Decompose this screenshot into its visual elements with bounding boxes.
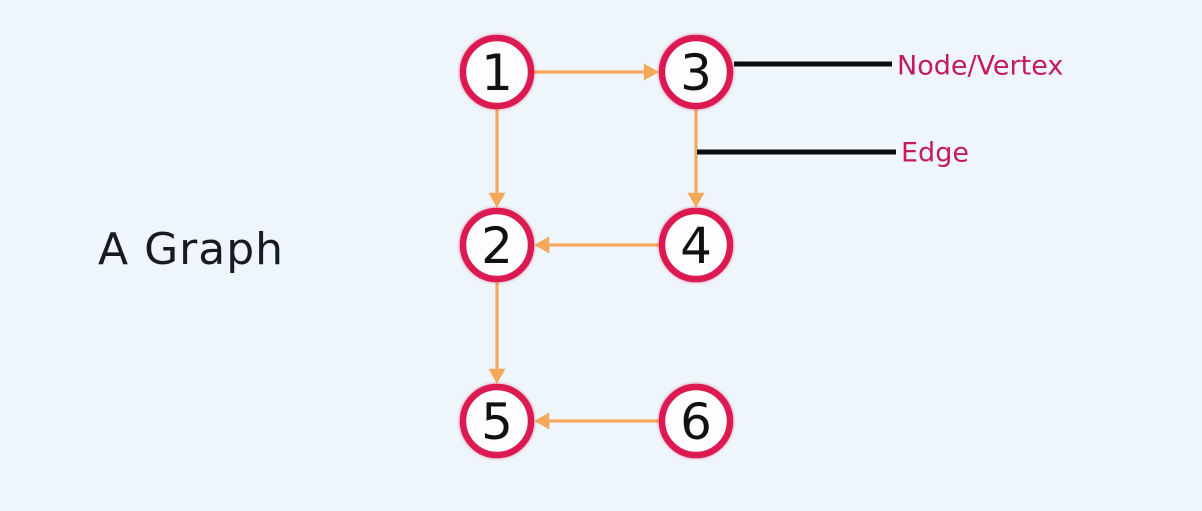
- graph-node-label-5: 5: [481, 393, 513, 451]
- graph-node-3: [658, 34, 734, 110]
- annotation-label-node-vertex: Node/Vertex: [897, 51, 1063, 82]
- graph-node-label-3: 3: [680, 44, 712, 102]
- graph-node-label-1: 1: [481, 44, 513, 102]
- edge-arrowhead-2-5: [488, 368, 506, 384]
- graph-node-5: [459, 383, 535, 459]
- graph-node-2: [459, 207, 535, 283]
- edge-arrowhead-3-4: [687, 192, 705, 208]
- edge-arrowhead-1-2: [488, 192, 506, 208]
- graph-node-6: [658, 383, 734, 459]
- diagram-title: A Graph: [98, 224, 285, 275]
- graph-node-4: [658, 207, 734, 283]
- edge-arrowhead-4-2: [534, 236, 550, 254]
- graph-node-1: [459, 34, 535, 110]
- edge-arrowhead-6-5: [534, 412, 550, 430]
- edge-arrowhead-1-3: [643, 63, 659, 81]
- graph-node-label-2: 2: [481, 217, 513, 275]
- annotation-label-edge: Edge: [901, 138, 969, 169]
- graph-node-label-6: 6: [680, 393, 712, 451]
- graph-node-label-4: 4: [680, 217, 712, 275]
